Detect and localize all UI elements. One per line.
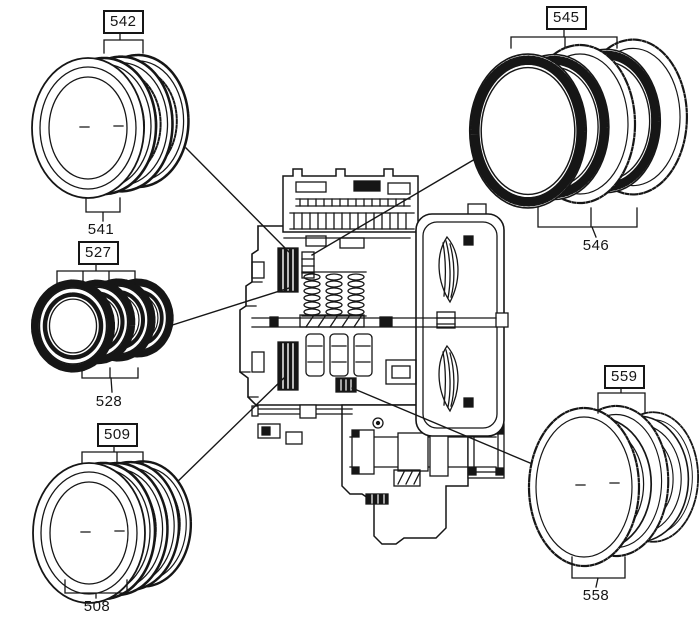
upper-clutch-stack <box>277 247 315 293</box>
bracket-542 <box>103 31 144 54</box>
bracket-546 <box>537 207 638 238</box>
callout-559: 559 <box>604 365 645 389</box>
bracket-559 <box>597 386 646 414</box>
main-shaft <box>251 317 497 328</box>
clutch-pack-527 <box>35 282 170 369</box>
leader-line-527 <box>162 287 290 329</box>
callout-545: 545 <box>546 6 587 30</box>
callout-558: 558 <box>582 587 610 604</box>
transmission-cross-section <box>239 168 509 545</box>
bracket-508 <box>64 579 128 599</box>
leader-line-509 <box>171 375 287 488</box>
clutch-pack-509 <box>32 460 193 604</box>
callout-508: 508 <box>83 598 111 615</box>
leader-line-559 <box>351 387 531 464</box>
bracket-509 <box>81 444 144 464</box>
torque-converter <box>415 203 509 437</box>
callout-546: 546 <box>582 237 610 254</box>
callout-527: 527 <box>78 241 119 265</box>
lower-clutch-stack <box>277 341 299 391</box>
bracket-528 <box>81 367 139 393</box>
callout-528: 528 <box>95 393 123 410</box>
callout-542: 542 <box>103 10 144 34</box>
bracket-527 <box>56 262 136 285</box>
lower-gear-set <box>305 333 417 393</box>
bracket-558 <box>571 556 626 588</box>
output-shaft <box>349 417 497 505</box>
callout-509: 509 <box>97 423 138 447</box>
bracket-545 <box>510 28 618 49</box>
spring-pack <box>301 271 367 317</box>
clutch-pack-559 <box>527 404 700 568</box>
clutch-pack-545 <box>470 38 688 208</box>
valve-body <box>282 168 419 233</box>
leader-line-545 <box>311 151 488 256</box>
bracket-541 <box>85 197 121 222</box>
callout-541: 541 <box>87 221 115 238</box>
clutch-pack-542 <box>31 53 190 199</box>
leader-line-542 <box>185 147 291 254</box>
